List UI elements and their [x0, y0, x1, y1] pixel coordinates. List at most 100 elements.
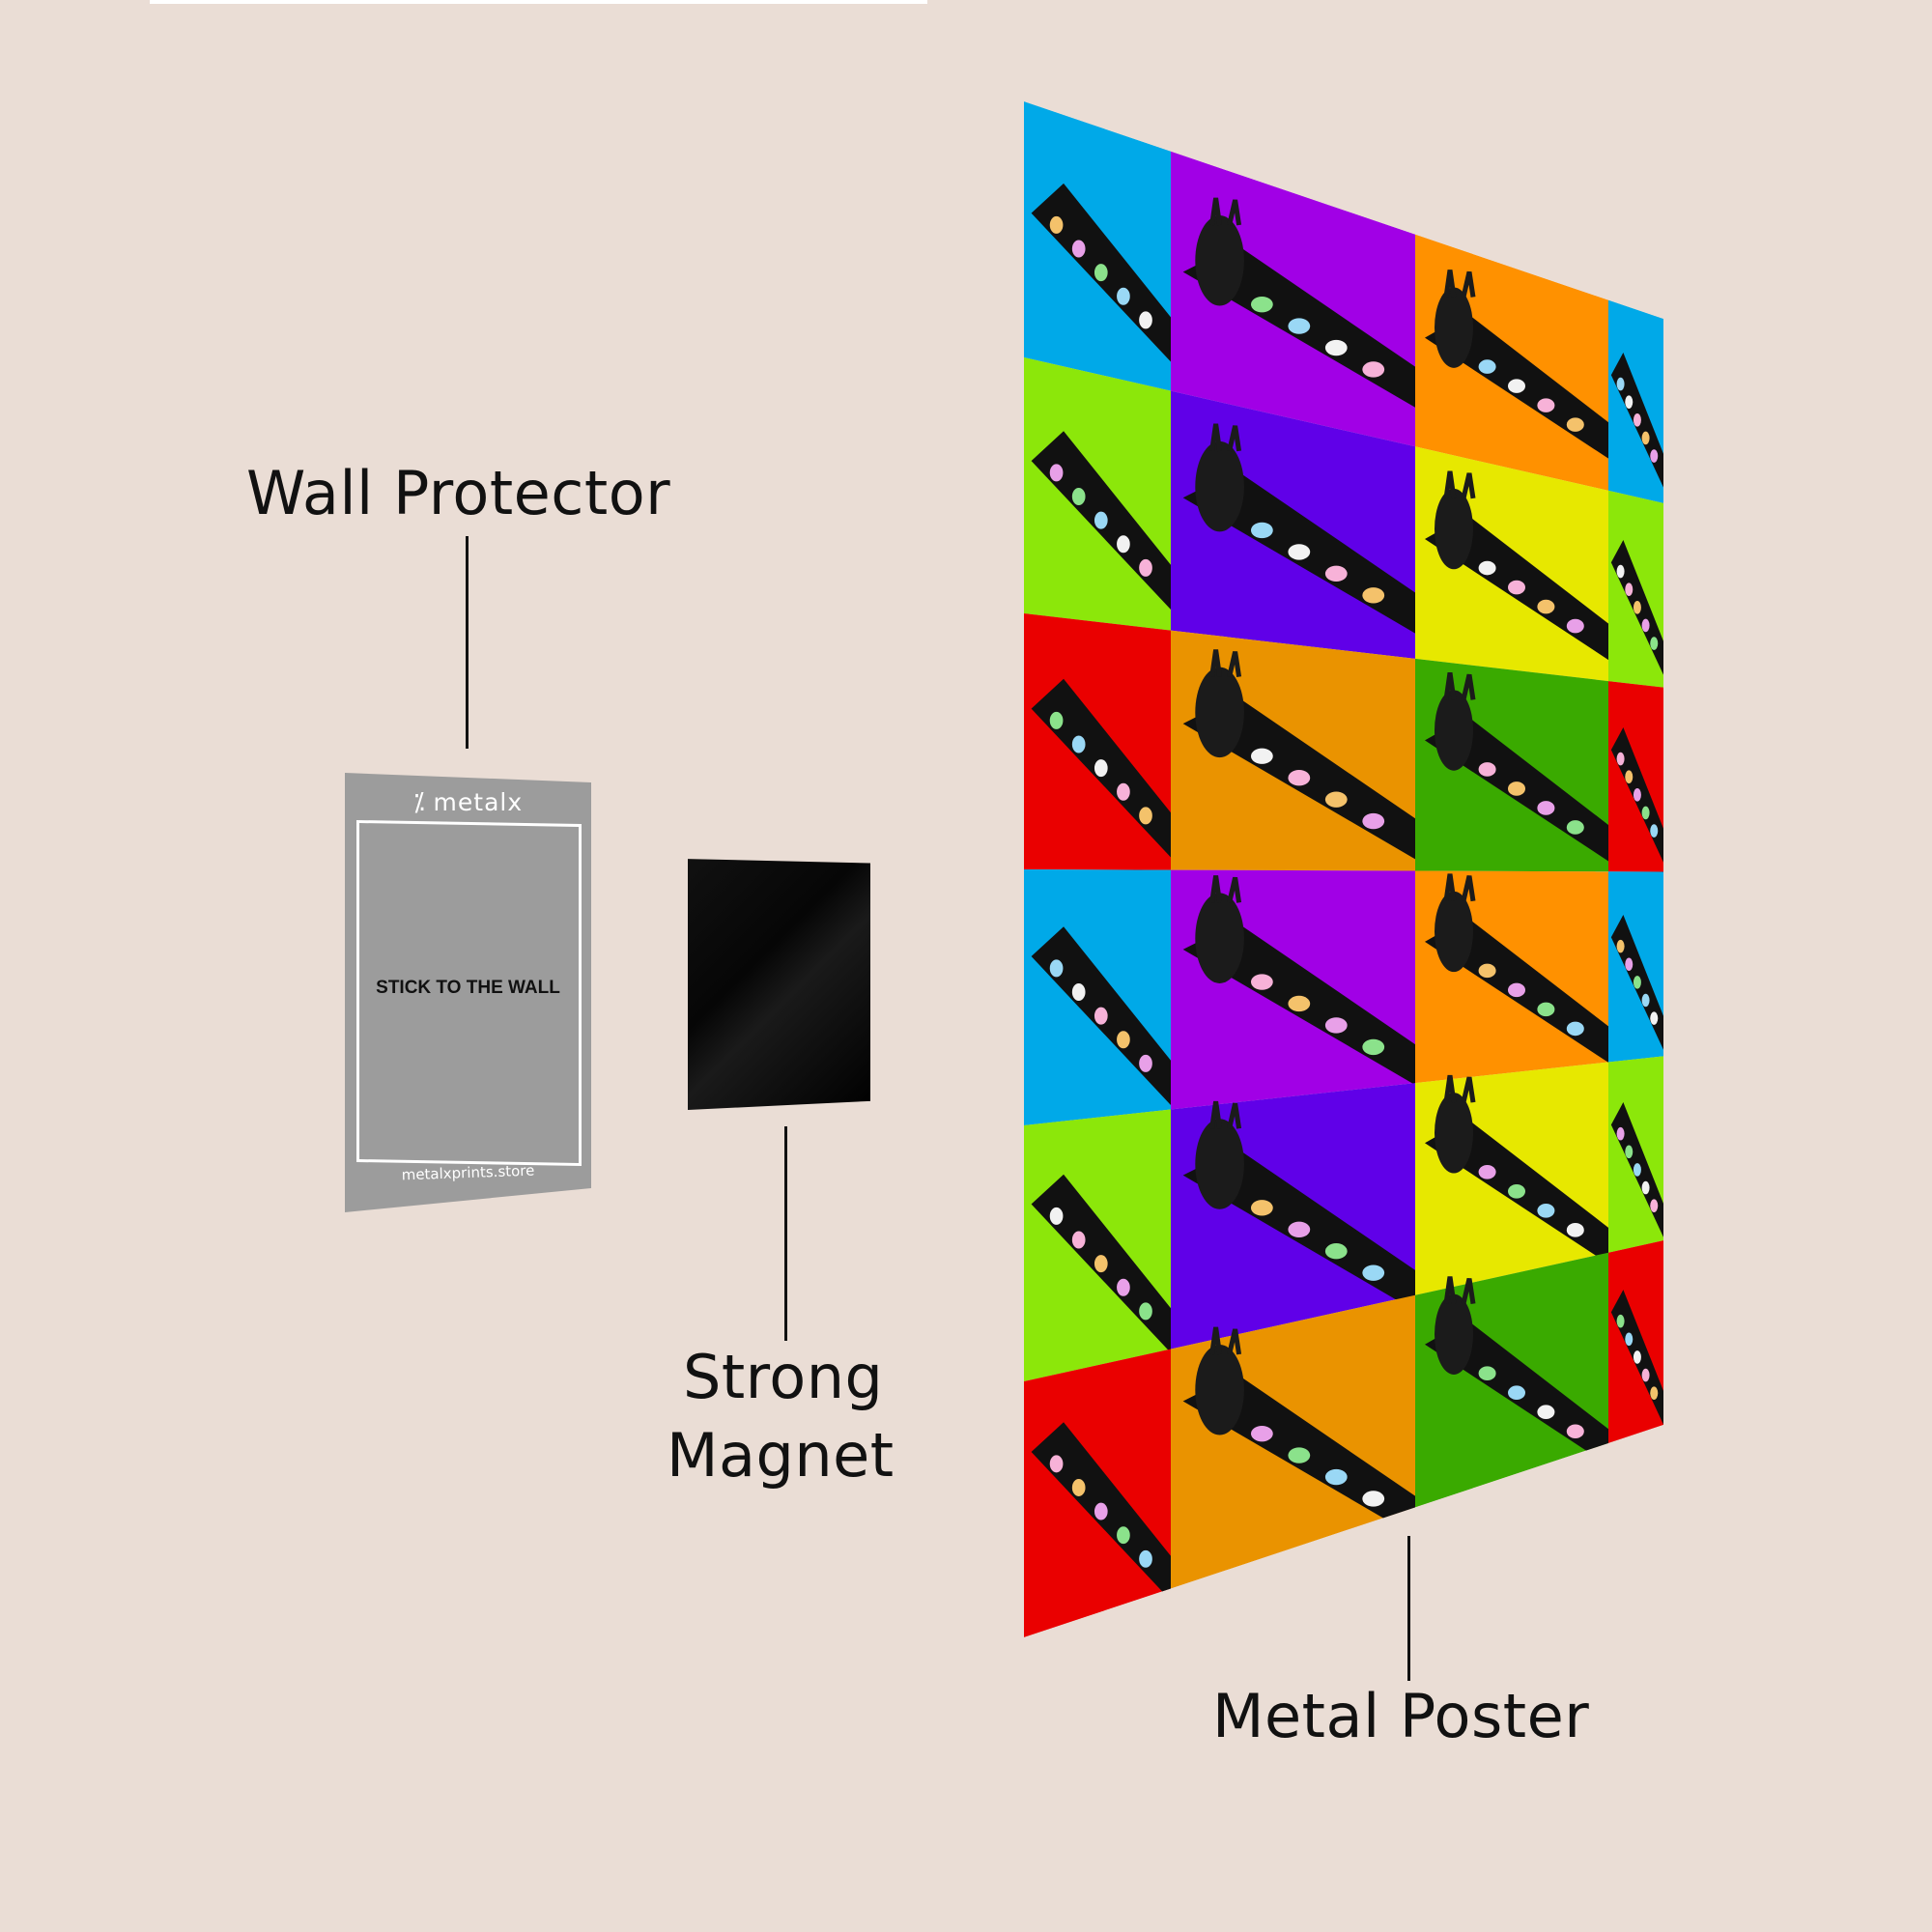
giraffe-spot [1288, 544, 1311, 560]
giraffe-ossicones [1209, 875, 1242, 903]
wall-protector-label: Wall Protector [246, 458, 671, 528]
giraffe-spot [1508, 379, 1525, 393]
giraffe-spot [1508, 580, 1525, 595]
giraffe-spot [1625, 395, 1634, 409]
giraffe-spot [1650, 1011, 1659, 1025]
giraffe-spot [1616, 564, 1625, 579]
giraffe-spot [1250, 748, 1273, 764]
giraffe-ossicones [1443, 671, 1476, 700]
giraffe-head [1195, 1119, 1244, 1209]
giraffe-spot [1250, 1200, 1273, 1216]
giraffe-spot [1508, 1385, 1525, 1401]
giraffe-spot [1625, 1332, 1634, 1347]
giraffe-spot [1117, 782, 1130, 801]
giraffe-spot [1117, 1526, 1130, 1545]
giraffe-spot [1641, 1180, 1650, 1195]
giraffe-spot [1094, 1007, 1108, 1025]
giraffe-spot [1117, 535, 1130, 554]
giraffe-ossicones [1209, 197, 1242, 226]
giraffe-spot [1508, 1184, 1525, 1199]
giraffe-ossicones [1443, 1276, 1476, 1305]
giraffe-spot [1362, 1038, 1385, 1056]
giraffe-head [1435, 891, 1473, 973]
giraffe-spot [1139, 1302, 1152, 1321]
giraffe-spot [1478, 963, 1496, 979]
wall-protector-leader-line [466, 536, 469, 749]
giraffe-spot [1324, 1468, 1348, 1486]
giraffe-spot [1566, 1424, 1584, 1439]
strong-magnet-leader-line [784, 1126, 787, 1341]
giraffe-spot [1250, 974, 1273, 990]
metalx-logo-icon: ⁒ [412, 788, 426, 817]
giraffe-ossicones [1209, 1100, 1242, 1129]
giraffe-spot [1139, 1549, 1152, 1568]
giraffe-spot [1117, 1278, 1130, 1296]
giraffe-spot [1508, 781, 1525, 796]
giraffe-spot [1633, 412, 1641, 427]
giraffe-spot [1071, 983, 1086, 1001]
metal-poster-label: Metal Poster [1212, 1681, 1590, 1751]
giraffe-spot [1616, 939, 1625, 953]
giraffe-spot [1566, 417, 1584, 432]
giraffe-spot [1566, 618, 1584, 634]
giraffe-spot [1478, 1366, 1496, 1381]
giraffe-spot [1139, 807, 1152, 825]
giraffe-ossicones [1443, 873, 1476, 902]
giraffe-spot [1071, 1231, 1086, 1249]
metal-poster-leader-line [1407, 1536, 1410, 1681]
giraffe-spot [1049, 959, 1064, 978]
wall-protector-sheet [345, 773, 591, 1212]
giraffe-spot [1362, 1264, 1385, 1281]
giraffe-ossicones [1443, 1074, 1476, 1103]
giraffe-spot [1641, 618, 1650, 633]
top-edge-strip [150, 0, 927, 4]
giraffe-spot [1049, 711, 1064, 729]
giraffe-spot [1537, 1405, 1555, 1420]
giraffe-spot [1288, 1447, 1311, 1463]
giraffe-spot [1362, 361, 1385, 378]
giraffe-spot [1049, 1455, 1064, 1473]
giraffe-spot [1049, 1207, 1064, 1225]
giraffe-spot [1250, 296, 1273, 313]
giraffe-ossicones [1209, 423, 1242, 452]
giraffe-spot [1566, 820, 1584, 835]
giraffe-head [1195, 440, 1244, 532]
giraffe-spot [1324, 1243, 1348, 1260]
giraffe-spot [1478, 1164, 1496, 1179]
giraffe-spot [1324, 339, 1348, 356]
poster-artwork [1024, 101, 1663, 1637]
giraffe-spot [1478, 359, 1496, 374]
giraffe-spot [1616, 1126, 1625, 1141]
stick-to-wall-text: STICK TO THE WALL [376, 978, 560, 998]
giraffe-spot [1537, 1002, 1555, 1017]
giraffe-spot [1625, 1145, 1634, 1159]
giraffe-spot [1537, 801, 1555, 815]
giraffe-head [1435, 287, 1473, 368]
giraffe-spot [1633, 601, 1641, 614]
giraffe-spot [1641, 1368, 1650, 1382]
giraffe-spot [1650, 1199, 1659, 1212]
giraffe-head [1435, 690, 1473, 771]
giraffe-ossicones [1209, 649, 1242, 678]
giraffe-ossicones [1443, 470, 1476, 499]
giraffe-spot [1071, 1478, 1086, 1496]
giraffe-spot [1633, 1163, 1641, 1177]
metal-poster [1024, 101, 1663, 1637]
giraffe-spot [1049, 215, 1064, 234]
giraffe-spot [1117, 1031, 1130, 1049]
giraffe-head [1195, 215, 1244, 306]
metalx-brand-text: metalx [433, 788, 524, 816]
giraffe-head [1435, 1093, 1473, 1174]
giraffe-spot [1094, 1255, 1108, 1273]
metalx-logo: ⁒metalx [345, 788, 591, 817]
giraffe-spot [1288, 770, 1311, 786]
giraffe-spot [1616, 752, 1625, 766]
giraffe-spot [1616, 377, 1625, 391]
strong-magnet-label-line2: Magnet [667, 1420, 895, 1491]
giraffe-spot [1094, 264, 1108, 282]
giraffe-spot [1625, 582, 1634, 596]
giraffe-spot [1139, 311, 1152, 329]
giraffe-spot [1117, 287, 1130, 305]
giraffe-spot [1288, 318, 1311, 334]
giraffe-head [1435, 488, 1473, 570]
